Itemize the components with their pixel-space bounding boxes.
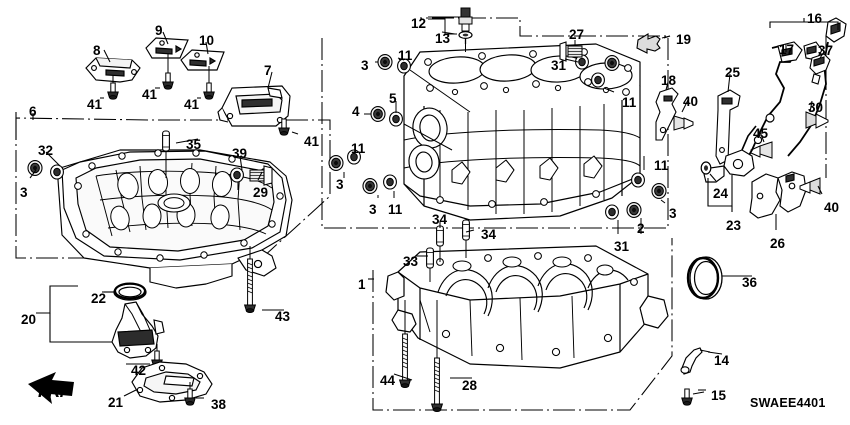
callout-1: 1 [358, 277, 366, 292]
callout-41-a: 41 [87, 97, 103, 112]
callout-3-b: 3 [336, 177, 344, 192]
callout-41-b: 41 [142, 87, 158, 102]
callout-40-a: 40 [683, 94, 699, 109]
callout-24: 24 [713, 186, 729, 201]
callout-22: 22 [91, 291, 107, 306]
group-23-bracket [707, 173, 733, 212]
leader-lines-block [343, 16, 666, 234]
part-13-oring [458, 31, 473, 40]
callout-16: 16 [807, 11, 823, 26]
part-40-bolt-b [799, 177, 821, 195]
callout-23: 23 [726, 218, 742, 233]
part-9-bracket [145, 37, 189, 59]
callout-42: 42 [131, 363, 147, 378]
part-35-dowel-pin [162, 130, 170, 178]
callout-5: 5 [389, 91, 397, 106]
callout-44: 44 [380, 373, 396, 388]
callout-15: 15 [711, 388, 727, 403]
callout-leaders [29, 31, 825, 399]
lower-block-assembly [385, 245, 669, 369]
callout-34-a: 34 [432, 212, 448, 227]
callout-17: 17 [779, 42, 795, 57]
part-18-bracket [655, 87, 679, 141]
callout-7: 7 [264, 63, 272, 78]
callout-21: 21 [108, 395, 124, 410]
callout-3-d: 3 [669, 206, 677, 221]
callout-11-e: 11 [654, 158, 669, 173]
callout-38: 38 [211, 397, 227, 412]
callout-27: 27 [569, 27, 585, 42]
callout-35: 35 [186, 137, 202, 152]
callout-9: 9 [155, 23, 163, 38]
callout-43: 43 [275, 309, 291, 324]
part-34-dowel-b [462, 219, 470, 258]
callout-41-d: 41 [304, 134, 320, 149]
part-20-oil-pump [111, 301, 165, 359]
callout-14: 14 [714, 353, 730, 368]
callout-13: 13 [435, 31, 451, 46]
callout-18: 18 [661, 73, 677, 88]
part-33-oil-jet [426, 247, 434, 282]
engine-block [403, 43, 641, 221]
callout-11-b: 11 [351, 141, 366, 156]
callout-3-e: 3 [20, 185, 28, 200]
callout-11-d: 11 [622, 95, 637, 110]
part-40-bolt-a [673, 115, 694, 131]
callout-31-a: 31 [551, 58, 567, 73]
callout-26: 26 [770, 236, 786, 251]
part-8-bracket [85, 57, 141, 83]
group-boundary-1 [372, 238, 673, 411]
part-37-clip [809, 53, 831, 85]
callout-45: 45 [753, 126, 769, 141]
part-26-bracket [749, 171, 807, 219]
callout-4: 4 [352, 104, 360, 119]
part-10-bracket [180, 49, 225, 71]
callout-20: 20 [21, 312, 37, 327]
callout-19: 19 [676, 32, 692, 47]
callout-39: 39 [232, 146, 248, 161]
part-24-oring [700, 161, 712, 175]
group-boundary-6 [15, 117, 331, 259]
callout-6: 6 [29, 104, 37, 119]
diagram-code: SWAEE4401 [750, 396, 826, 410]
callout-30: 30 [808, 100, 824, 115]
callout-31-b: 31 [614, 239, 630, 254]
part-36-oil-seal [686, 256, 723, 300]
callout-36: 36 [742, 275, 758, 290]
callout-8: 8 [93, 43, 101, 58]
part-30-bolt [805, 111, 829, 129]
callout-12: 12 [411, 16, 427, 31]
callout-11-c: 11 [388, 202, 403, 217]
group-16-bracket [769, 18, 839, 30]
callout-11-a: 11 [398, 48, 413, 63]
callout-37: 37 [818, 43, 834, 58]
callout-2: 2 [637, 221, 645, 236]
callout-40-b: 40 [824, 200, 840, 215]
callout-32: 32 [38, 143, 54, 158]
part-14-bracket [680, 347, 711, 375]
part-27-plug [559, 41, 583, 62]
callout-29: 29 [253, 185, 269, 200]
callout-34-b: 34 [481, 227, 497, 242]
callout-25: 25 [725, 65, 741, 80]
part-22-oring [113, 282, 147, 301]
callout-28: 28 [462, 378, 478, 393]
callout-3-c: 3 [369, 202, 377, 217]
callout-3-a: 3 [361, 58, 369, 73]
callout-41-c: 41 [184, 97, 200, 112]
group-leader-lines [15, 112, 374, 280]
group-boundary-upper-block [321, 17, 669, 229]
callout-33: 33 [403, 254, 419, 269]
callout-10: 10 [199, 33, 215, 48]
part-25-bracket [715, 89, 741, 165]
part-7-bracket [217, 85, 291, 127]
fr-label: FR. [38, 382, 64, 401]
part-34-dowel-a [436, 225, 444, 262]
